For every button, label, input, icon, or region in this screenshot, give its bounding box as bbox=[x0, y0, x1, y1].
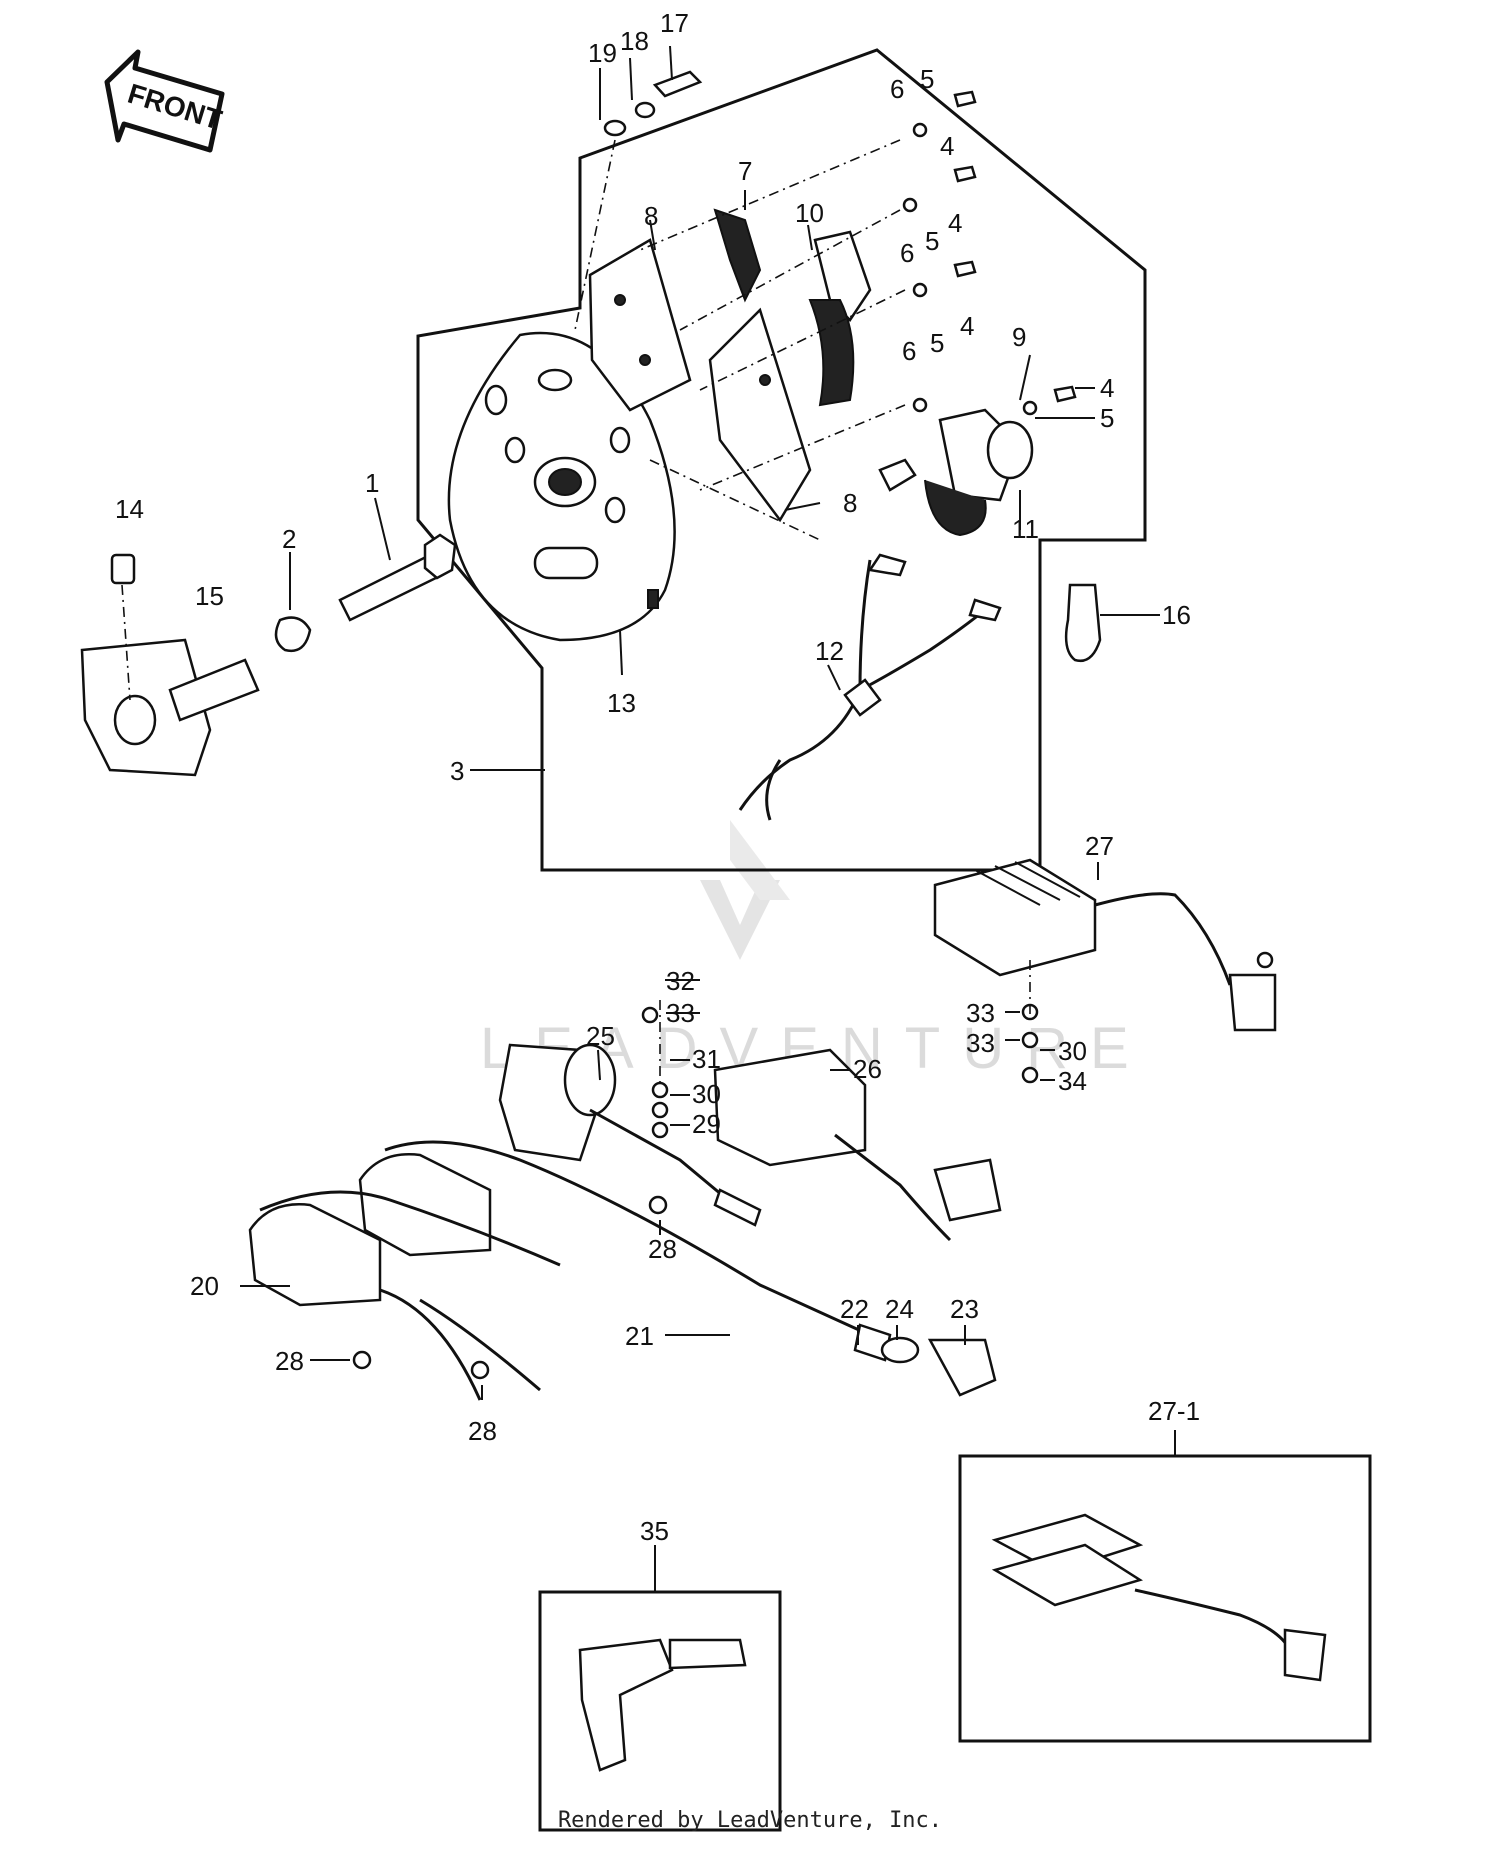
callout-15: 15 bbox=[195, 581, 224, 611]
callout-8a: 8 bbox=[644, 201, 658, 231]
callout-30a: 30 bbox=[1058, 1036, 1087, 1066]
callout-11: 11 bbox=[1012, 514, 1039, 544]
regulator-27 bbox=[933, 858, 1277, 1032]
callout-28b: 28 bbox=[275, 1346, 304, 1376]
callout-6b: 6 bbox=[900, 238, 914, 268]
callout-4c: 4 bbox=[960, 311, 974, 341]
callout-4b: 4 bbox=[948, 208, 962, 238]
callout-21: 21 bbox=[625, 1321, 654, 1351]
callout-2: 2 bbox=[282, 524, 296, 554]
unit-26 bbox=[713, 1048, 1002, 1242]
callout-24: 24 bbox=[885, 1294, 914, 1324]
small-hardware bbox=[352, 70, 1077, 1380]
callout-22: 22 bbox=[840, 1294, 869, 1324]
assembly-guide-lines bbox=[121, 139, 1041, 1085]
callout-5d: 5 bbox=[1100, 403, 1114, 433]
callout-13: 13 bbox=[607, 688, 636, 718]
callout-27-1: 27-1 bbox=[1148, 1396, 1200, 1426]
callout-33a: 33 bbox=[666, 998, 695, 1028]
callout-6a: 6 bbox=[890, 74, 904, 104]
ignition-coils bbox=[248, 1140, 997, 1401]
clip-16 bbox=[1064, 583, 1102, 663]
front-arrow-icon: FRONT bbox=[104, 49, 225, 153]
callout-6c: 6 bbox=[902, 336, 916, 366]
relay-25 bbox=[498, 1043, 762, 1227]
callout-27: 27 bbox=[1085, 831, 1114, 861]
callout-10: 10 bbox=[795, 198, 824, 228]
callout-17: 17 bbox=[660, 8, 689, 38]
callout-4d: 4 bbox=[1100, 373, 1114, 403]
breaker-plates bbox=[588, 238, 812, 523]
callout-23: 23 bbox=[950, 1294, 979, 1324]
callout-8b: 8 bbox=[843, 488, 857, 518]
box-35 bbox=[538, 1590, 782, 1832]
callout-26: 26 bbox=[853, 1054, 882, 1084]
callout-19: 19 bbox=[588, 38, 617, 68]
callout-34: 34 bbox=[1058, 1066, 1087, 1096]
callout-33b: 33 bbox=[966, 998, 995, 1028]
callout-9: 9 bbox=[1012, 322, 1026, 352]
stator-plate bbox=[447, 331, 676, 642]
callout-4a: 4 bbox=[940, 131, 954, 161]
leader-lines bbox=[240, 45, 1176, 1592]
callout-28a: 28 bbox=[648, 1234, 677, 1264]
callout-33c: 33 bbox=[966, 1028, 995, 1058]
callout-3: 3 bbox=[450, 756, 464, 786]
callout-28c: 28 bbox=[468, 1416, 497, 1446]
callout-14: 14 bbox=[115, 494, 144, 524]
condensers bbox=[878, 408, 1034, 537]
box-27-1 bbox=[958, 1454, 1372, 1743]
callout-7: 7 bbox=[738, 156, 752, 186]
callout-12: 12 bbox=[815, 636, 844, 666]
callout-35: 35 bbox=[640, 1516, 669, 1546]
callout-30b: 30 bbox=[692, 1079, 721, 1109]
callout-5a: 5 bbox=[920, 64, 934, 94]
contact-points bbox=[713, 208, 872, 407]
callout-20: 20 bbox=[190, 1271, 219, 1301]
callout-1: 1 bbox=[365, 468, 379, 498]
callout-16: 16 bbox=[1162, 600, 1191, 630]
callout-32: 32 bbox=[666, 966, 695, 996]
callout-25: 25 bbox=[586, 1021, 615, 1051]
footer-credit: Rendered by LeadVenture, Inc. bbox=[557, 1808, 943, 1833]
callout-18: 18 bbox=[620, 26, 649, 56]
callout-5b: 5 bbox=[925, 226, 939, 256]
harness-12 bbox=[738, 553, 1002, 821]
callout-5c: 5 bbox=[930, 328, 944, 358]
callout-29: 29 bbox=[692, 1109, 721, 1139]
callout-31: 31 bbox=[692, 1044, 721, 1074]
callouts: 19 18 17 6 5 4 7 8 10 6 5 4 4 6 5 9 4 5 … bbox=[115, 8, 1200, 1546]
plug-cap-35 bbox=[578, 1638, 747, 1772]
shaft-assembly bbox=[80, 533, 457, 777]
regulator-27-1 bbox=[991, 1513, 1327, 1682]
